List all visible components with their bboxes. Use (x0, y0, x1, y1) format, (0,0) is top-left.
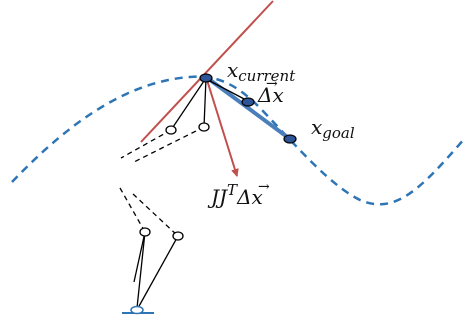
joint-circle (198, 122, 210, 132)
goal-point (283, 134, 297, 144)
joint-circle (165, 125, 177, 135)
current-point (199, 73, 213, 83)
joint-circle (172, 231, 184, 241)
svg-text:→: → (258, 179, 270, 195)
jacobian-transpose-arrow (206, 79, 239, 177)
step-point (241, 97, 255, 107)
current-linkage (170, 77, 249, 131)
jacobian-transpose-label: JJTΔx → (207, 179, 270, 209)
base-linkage-dashed (119, 187, 179, 237)
base-linkage (133, 231, 179, 309)
delta-x-label: → Δx (257, 76, 284, 107)
svg-text:→: → (266, 76, 278, 92)
x-current-label: xcurrent (227, 58, 296, 85)
base-joint (130, 305, 144, 315)
svg-text:JJTΔx: JJTΔx (207, 181, 263, 209)
joint-circle (139, 227, 151, 237)
previous-linkage-dashed (120, 126, 205, 163)
tangent-line (140, 0, 274, 143)
x-goal-label: xgoal (311, 115, 355, 142)
svg-text:Δx: Δx (257, 83, 284, 107)
